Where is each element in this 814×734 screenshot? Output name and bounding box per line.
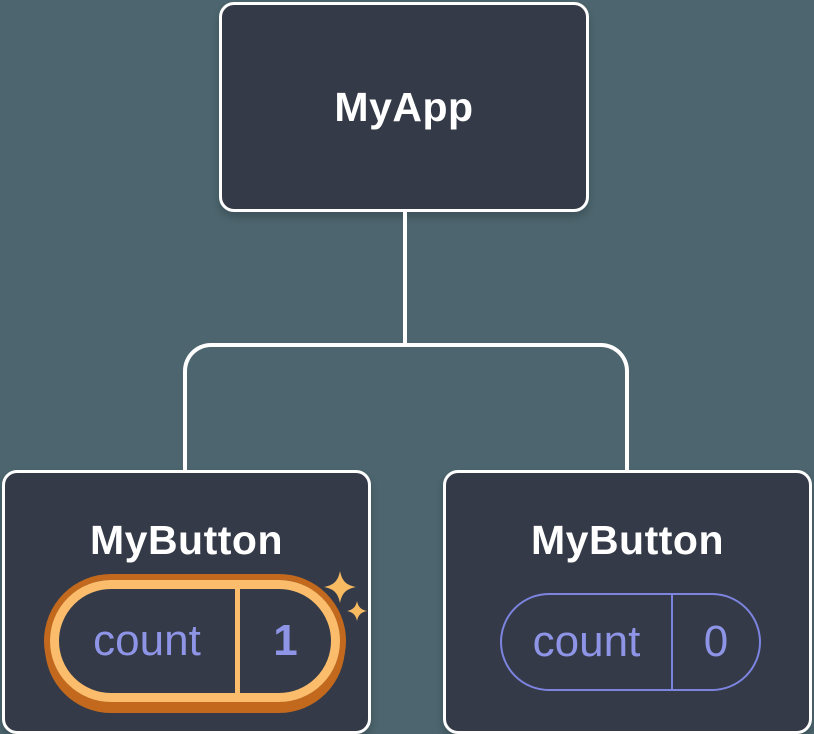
button-node-label: MyButton xyxy=(89,517,283,563)
sparkle-icon xyxy=(324,571,367,621)
state-pill: count 0 xyxy=(500,593,761,691)
button-node-updated: MyButton count 1 xyxy=(2,470,371,734)
pill-divider xyxy=(235,589,240,693)
state-pill-highlighted: count 1 xyxy=(50,580,340,702)
connector-bracket xyxy=(183,343,629,470)
state-value: 0 xyxy=(703,617,729,666)
app-node: MyApp xyxy=(219,2,589,212)
button-node-plain: MyButton count 0 xyxy=(443,470,812,734)
app-node-label: MyApp xyxy=(334,83,474,130)
state-value: 1 xyxy=(273,616,298,665)
pill-divider xyxy=(671,595,673,689)
state-key: count xyxy=(532,617,641,666)
button-node-label: MyButton xyxy=(530,517,724,563)
state-key: count xyxy=(93,616,201,665)
connector-stem xyxy=(403,210,407,345)
